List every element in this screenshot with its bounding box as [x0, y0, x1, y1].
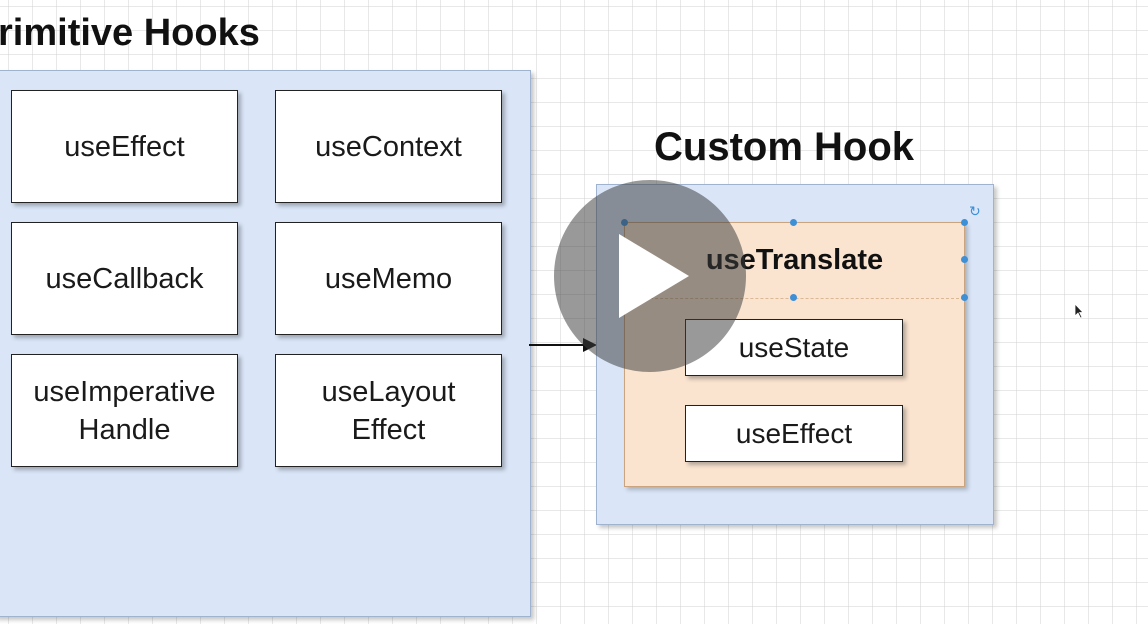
play-button[interactable]: [554, 180, 746, 372]
selection-handle[interactable]: [961, 294, 968, 301]
hook-box-use-callback: useCallback: [11, 222, 238, 335]
rotate-icon[interactable]: ↻: [969, 203, 981, 219]
selection-handle[interactable]: [961, 219, 968, 226]
hook-box-use-effect: useEffect: [11, 90, 238, 203]
primitive-hooks-title: rimitive Hooks: [0, 12, 260, 54]
hook-box-use-context: useContext: [275, 90, 502, 203]
play-icon: [619, 234, 689, 318]
hook-box-use-layout-effect: useLayout Effect: [275, 354, 502, 467]
selection-handle[interactable]: [790, 294, 797, 301]
selection-handle[interactable]: [790, 219, 797, 226]
selection-handle[interactable]: [961, 256, 968, 263]
custom-hook-title: Custom Hook: [654, 125, 914, 169]
hook-box-use-effect-inner: useEffect: [685, 405, 903, 462]
mouse-pointer-icon: [1074, 303, 1084, 319]
hook-box-use-memo: useMemo: [275, 222, 502, 335]
hook-box-use-imperative-handle: useImperative Handle: [11, 354, 238, 467]
